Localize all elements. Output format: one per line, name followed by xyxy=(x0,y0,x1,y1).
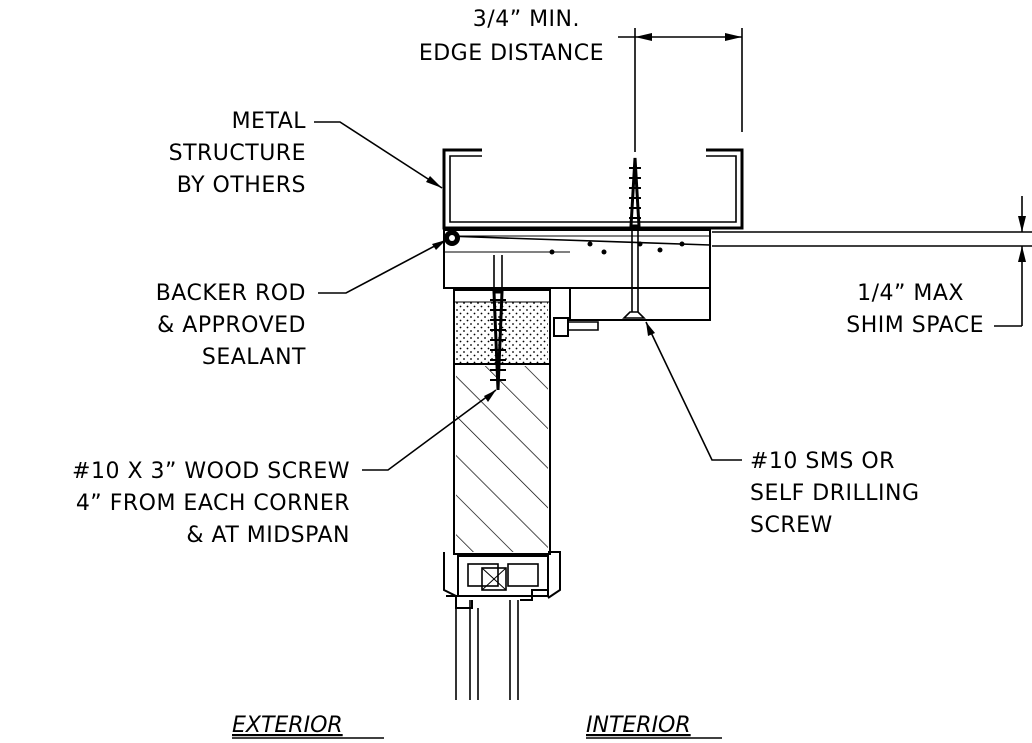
svg-text:SHIM SPACE: SHIM SPACE xyxy=(846,313,984,338)
label-edge-distance: 3/4” MIN. EDGE DISTANCE xyxy=(419,7,604,66)
svg-text:#10 SMS OR: #10 SMS OR xyxy=(750,449,895,474)
head-clip xyxy=(553,317,599,337)
label-exterior: EXTERIOR xyxy=(232,713,384,739)
svg-text:EDGE DISTANCE: EDGE DISTANCE xyxy=(419,41,604,66)
svg-text:& AT MIDSPAN: & AT MIDSPAN xyxy=(186,523,350,548)
svg-text:4” FROM EACH CORNER: 4” FROM EACH CORNER xyxy=(76,491,350,516)
shim-wedge xyxy=(445,235,711,246)
metal-structure-channel xyxy=(442,148,744,230)
svg-text:SCREW: SCREW xyxy=(750,513,833,538)
svg-text:1/4” MAX: 1/4” MAX xyxy=(857,281,964,306)
svg-text:SELF DRILLING: SELF DRILLING xyxy=(750,481,920,506)
label-shim-space: 1/4” MAX SHIM SPACE xyxy=(846,281,984,338)
label-backer-rod: BACKER ROD & APPROVED SEALANT xyxy=(156,281,306,370)
shim-space-dimension xyxy=(712,196,1032,327)
wood-screw xyxy=(490,255,506,391)
svg-text:STRUCTURE: STRUCTURE xyxy=(169,141,306,166)
svg-text:SEALANT: SEALANT xyxy=(202,345,306,370)
window-frame-head xyxy=(443,551,561,700)
backer-rod xyxy=(444,230,460,246)
svg-text:INTERIOR: INTERIOR xyxy=(586,713,691,738)
label-interior: INTERIOR xyxy=(586,713,722,739)
svg-text:BY OTHERS: BY OTHERS xyxy=(177,173,306,198)
svg-text:3/4” MIN.: 3/4” MIN. xyxy=(473,7,580,32)
sms-screw xyxy=(622,157,646,319)
edge-distance-dimension xyxy=(618,28,743,152)
leader-lines xyxy=(314,121,742,471)
wood-buck xyxy=(453,289,551,555)
svg-text:EXTERIOR: EXTERIOR xyxy=(232,713,343,738)
svg-text:METAL: METAL xyxy=(232,109,307,134)
svg-text:#10 X 3” WOOD SCREW: #10 X 3” WOOD SCREW xyxy=(72,459,350,484)
label-metal-structure: METAL STRUCTURE BY OTHERS xyxy=(169,109,307,198)
label-sms-screw: #10 SMS OR SELF DRILLING SCREW xyxy=(750,449,920,538)
svg-text:BACKER ROD: BACKER ROD xyxy=(156,281,306,306)
label-wood-screw: #10 X 3” WOOD SCREW 4” FROM EACH CORNER … xyxy=(72,459,350,548)
svg-text:& APPROVED: & APPROVED xyxy=(157,313,306,338)
frame-head xyxy=(443,229,711,321)
